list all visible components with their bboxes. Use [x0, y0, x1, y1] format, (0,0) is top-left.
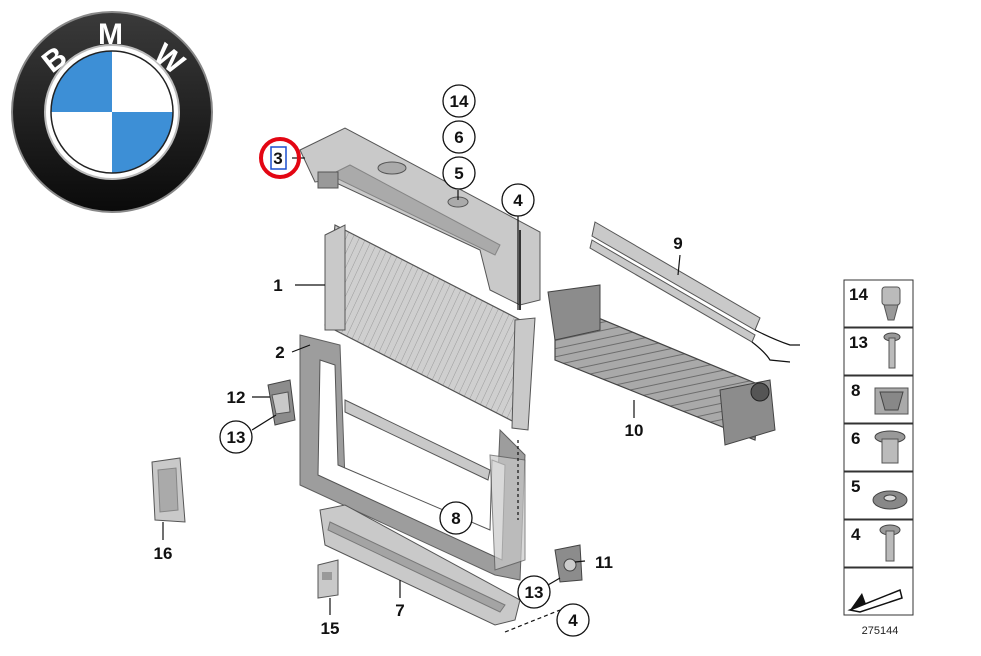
highlight-ring [259, 137, 301, 179]
diagram-number: 275144 [862, 625, 899, 637]
callout-7: 7 [395, 601, 404, 620]
callout-11: 11 [595, 553, 613, 572]
top-crossmember [299, 127, 541, 310]
callout-4-top: 4 [513, 191, 523, 210]
bracket-11 [554, 544, 583, 583]
callout-4-bottom: 4 [568, 611, 578, 630]
callout-14: 14 [450, 92, 469, 111]
callout-6: 6 [454, 128, 463, 147]
callout-1: 1 [273, 276, 282, 295]
bmw-logo: B M W [11, 11, 213, 213]
oil-cooler [589, 221, 800, 363]
callout-circles [219, 84, 590, 637]
callout-16: 16 [154, 544, 173, 563]
callout-3: 3 [273, 149, 282, 168]
direction-arrow-icon [847, 588, 903, 613]
callout-10: 10 [625, 421, 644, 440]
callout-15: 15 [321, 619, 340, 638]
legend-num-4: 4 [851, 525, 861, 544]
legend-num-8: 8 [851, 381, 860, 400]
grommet-icon [874, 430, 906, 464]
legend-num-13: 13 [849, 333, 868, 352]
callout-3-box [270, 146, 287, 170]
radiator-frame [299, 334, 526, 581]
rubber-mount-icon [872, 490, 908, 510]
clip-icon [881, 286, 901, 321]
legend-num-5: 5 [851, 477, 860, 496]
legend-num-6: 6 [851, 429, 860, 448]
legend-num-14: 14 [849, 285, 868, 304]
callout-9: 9 [673, 234, 682, 253]
charge-air-cooler [547, 284, 776, 446]
callout-2: 2 [275, 343, 284, 362]
small-parts-legend: 14 13 8 6 5 4 [843, 279, 914, 616]
callout-5: 5 [454, 164, 463, 183]
callout-13-right: 13 [525, 583, 544, 602]
bracket-clip-icon [874, 387, 909, 415]
air-guide-16 [151, 457, 186, 523]
lower-air-duct [319, 504, 521, 626]
callout-12: 12 [227, 388, 246, 407]
bracket-12 [267, 379, 296, 426]
bolt-icon [879, 524, 901, 562]
callout-8: 8 [451, 509, 460, 528]
callout-13-left: 13 [227, 428, 246, 447]
screw-icon [883, 332, 901, 369]
leader-lines [162, 157, 681, 633]
logo-letter-m: M [98, 18, 123, 51]
radiator [324, 224, 536, 431]
bracket-15 [317, 559, 339, 599]
